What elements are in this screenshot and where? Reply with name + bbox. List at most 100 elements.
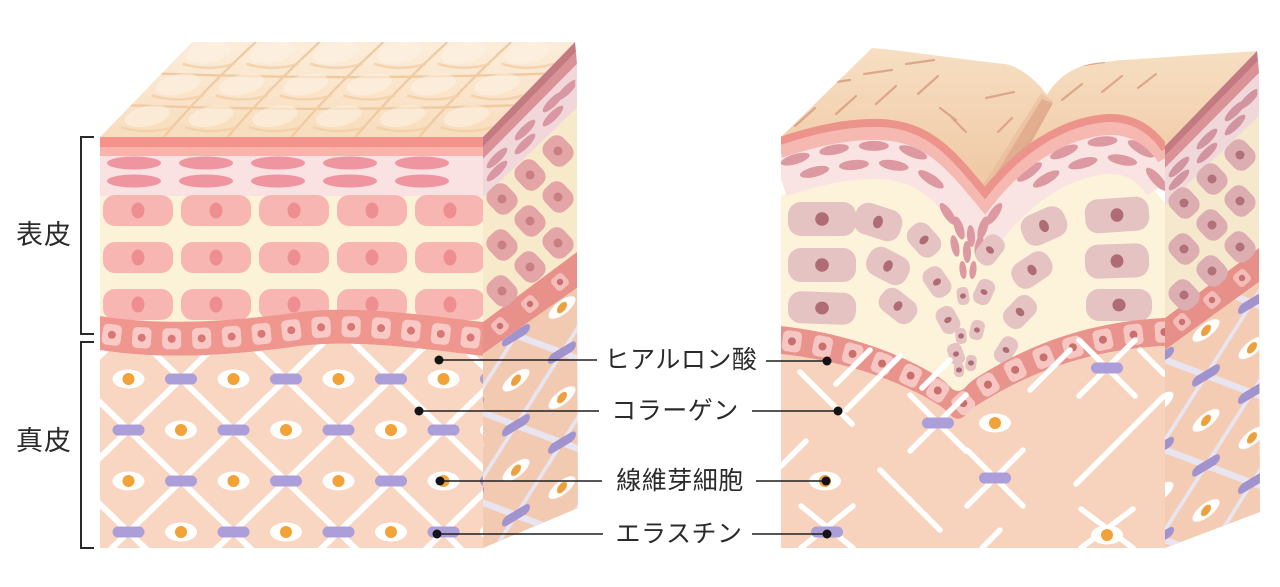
pillow-shadow	[215, 94, 269, 101]
cell-nucleus	[287, 326, 296, 335]
healthy-skin-block	[100, 42, 578, 548]
annotations	[80, 136, 843, 549]
cell-nucleus	[553, 238, 563, 248]
granular-cell	[838, 159, 869, 171]
wrinkled-skin-side-face	[1165, 51, 1260, 548]
cell-nucleus	[818, 342, 827, 351]
cell-nucleus	[497, 240, 507, 250]
label-dermis: 真皮	[16, 426, 72, 456]
healthy-skin-surface	[100, 42, 575, 137]
cell-nucleus	[443, 249, 457, 266]
cell-nucleus	[1112, 298, 1126, 312]
pillow-highlight	[185, 42, 232, 64]
granular-cell	[1145, 167, 1165, 191]
elastin-bar	[922, 417, 954, 429]
cell-nucleus	[466, 333, 475, 342]
cell-nucleus	[167, 334, 176, 343]
cell-nucleus	[1110, 254, 1124, 268]
pillow-highlight	[474, 73, 520, 96]
pillow-shadow	[182, 62, 235, 70]
cell-nucleus	[958, 333, 964, 339]
granular-cell	[781, 152, 810, 166]
cell-nucleus	[1002, 346, 1010, 354]
wrinkle-line	[874, 84, 898, 106]
cell-nucleus	[443, 296, 457, 313]
granular-cell	[179, 156, 233, 170]
collagen-fiber-fragment	[979, 527, 1003, 548]
cell-nucleus	[815, 212, 829, 226]
cell-nucleus	[287, 202, 301, 219]
pillow-highlight	[379, 105, 426, 128]
granular-cell	[107, 174, 161, 188]
marker-dots	[414, 355, 843, 539]
pillow-shadow	[151, 94, 205, 101]
pillow-shadow	[437, 62, 491, 70]
cell-nucleus	[944, 316, 952, 324]
cell-nucleus	[1235, 150, 1245, 160]
cell-nucleus	[960, 293, 966, 299]
wrinkle-line	[916, 74, 940, 96]
granular-cell-side	[486, 160, 508, 182]
cell-nucleus	[131, 202, 145, 219]
cell-nucleus	[1207, 174, 1217, 184]
cell-nucleus	[497, 286, 507, 296]
cell-nucleus	[815, 301, 829, 315]
cell-nucleus	[257, 329, 266, 338]
elastin-bar	[1091, 362, 1123, 374]
wrinkled-skin-block	[780, 48, 1260, 548]
cell-nucleus	[107, 330, 116, 339]
cell-nucleus	[365, 249, 379, 266]
wrinkle-line	[1136, 72, 1158, 90]
cell-nucleus	[873, 215, 883, 229]
granular-cell	[858, 140, 889, 151]
elastin-bar	[979, 472, 1011, 484]
dermis-aged	[781, 346, 1165, 548]
collagen-fiber-fragment	[1027, 347, 1073, 393]
cell-nucleus	[1179, 244, 1189, 254]
collagen-elastin-lattice	[100, 343, 483, 548]
granular-cell	[878, 159, 909, 171]
granular-cell-side	[1168, 156, 1190, 178]
pillow-highlight	[377, 42, 423, 64]
cell-nucleus	[1027, 264, 1037, 276]
cell-nucleus	[953, 351, 959, 357]
cell-nucleus	[956, 367, 962, 373]
cell-nucleus	[526, 300, 534, 308]
cell-nucleus	[932, 278, 942, 286]
cell-nucleus	[131, 249, 145, 266]
collagen-fiber-fragment	[833, 347, 873, 387]
cell-nucleus	[906, 371, 915, 380]
dermis-bracket	[80, 341, 94, 549]
cell-nucleus	[1238, 274, 1246, 282]
cell-nucleus	[1039, 219, 1049, 233]
cell-nucleus	[878, 359, 887, 368]
cell-nucleus	[497, 194, 507, 204]
cell-nucleus	[986, 246, 994, 254]
cell-nucleus	[443, 202, 457, 219]
pillow-highlight	[346, 73, 393, 96]
cell-nucleus	[1098, 335, 1107, 344]
pillow-shadow	[184, 125, 238, 133]
pillow-shadow	[120, 125, 174, 133]
granular-cell-side	[514, 133, 536, 155]
wrinkle-line	[996, 116, 1014, 134]
cell-nucleus	[377, 324, 386, 333]
pillow-shadow	[246, 62, 299, 70]
cell-nucleus	[933, 386, 942, 395]
label-fibroblast: 線維芽細胞	[616, 467, 744, 495]
pillow-highlight	[443, 105, 489, 128]
granular-cell	[323, 156, 377, 170]
cell-nucleus	[1110, 208, 1124, 222]
granular-cell-side	[1196, 142, 1218, 164]
pillow-highlight	[313, 42, 359, 64]
cell-nucleus	[848, 349, 857, 358]
pillow-shadow	[406, 94, 460, 101]
cell-nucleus	[968, 360, 974, 366]
cell-nucleus	[893, 301, 903, 311]
granular-cell	[251, 156, 305, 170]
wrinkle-line	[1060, 82, 1084, 102]
cell-nucleus	[883, 260, 893, 272]
pillow-highlight	[155, 73, 201, 96]
